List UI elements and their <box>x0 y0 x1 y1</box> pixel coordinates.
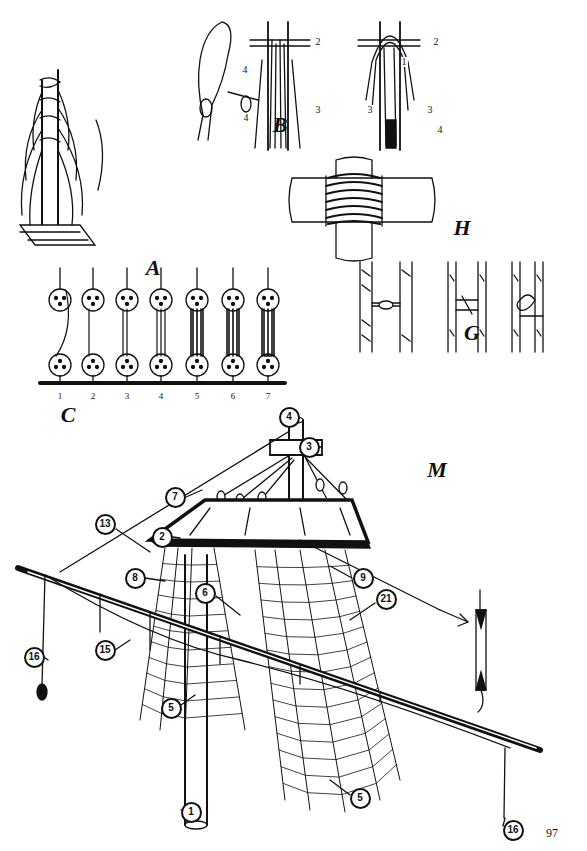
figure-letter: G <box>464 322 480 344</box>
callout-number: 2 <box>159 532 165 542</box>
figure-b <box>198 22 420 150</box>
figure-m <box>18 417 540 829</box>
part-number: 2 <box>90 392 97 401</box>
callout-number: 21 <box>380 594 391 604</box>
callout-circle: 16 <box>503 820 524 841</box>
callout-number: 16 <box>507 825 518 835</box>
callout-circle: 13 <box>95 514 116 535</box>
callout-circle: 1 <box>181 802 202 823</box>
part-number: 3 <box>315 105 322 115</box>
part-number: 5 <box>194 392 201 401</box>
callout-circle: 21 <box>376 589 397 610</box>
figure-letter: A <box>146 257 161 279</box>
callout-number: 1 <box>188 807 194 817</box>
figure-g <box>360 262 543 352</box>
figure-letter: C <box>61 404 76 426</box>
page-number: 97 <box>546 827 558 839</box>
part-number: 4 <box>242 65 249 75</box>
callout-circle: 16 <box>24 647 45 668</box>
part-number: 4 <box>437 125 444 135</box>
part-number: 3 <box>367 105 374 115</box>
callout-number: 5 <box>357 793 363 803</box>
callout-circle: 8 <box>125 568 146 589</box>
part-number: 2 <box>433 37 440 47</box>
callout-number: 9 <box>360 573 366 583</box>
figure-a <box>20 70 103 245</box>
part-number: 6 <box>230 392 237 401</box>
part-number: 4 <box>158 392 165 401</box>
callout-number: 4 <box>286 412 292 422</box>
callout-circle: 7 <box>165 487 186 508</box>
part-number: 3 <box>124 392 131 401</box>
callout-circle: 6 <box>195 583 216 604</box>
callout-number: 7 <box>172 492 178 502</box>
callout-circle: 9 <box>353 568 374 589</box>
part-number: 2 <box>315 37 322 47</box>
callout-circle: 5 <box>161 698 182 719</box>
figure-letter: H <box>453 217 470 239</box>
callout-circle: 5 <box>350 788 371 809</box>
figure-letter: B <box>273 114 288 136</box>
callout-number: 6 <box>202 588 208 598</box>
callout-circle: 2 <box>152 527 173 548</box>
figure-letter: M <box>427 459 447 481</box>
callout-number: 5 <box>168 703 174 713</box>
callout-circle: 3 <box>299 437 320 458</box>
callout-number: 13 <box>99 519 110 529</box>
part-number: 1 <box>57 392 64 401</box>
callout-number: 3 <box>306 442 312 452</box>
callout-number: 15 <box>99 645 110 655</box>
part-number: 7 <box>265 392 272 401</box>
figure-c <box>40 268 285 383</box>
callout-number: 16 <box>28 652 39 662</box>
part-number: 1 <box>401 57 408 67</box>
part-number: 3 <box>427 105 434 115</box>
callout-number: 8 <box>132 573 138 583</box>
callout-circle: 15 <box>95 640 116 661</box>
callout-circle: 4 <box>279 407 300 428</box>
figure-h <box>289 157 435 261</box>
part-number: 4 <box>243 113 250 123</box>
